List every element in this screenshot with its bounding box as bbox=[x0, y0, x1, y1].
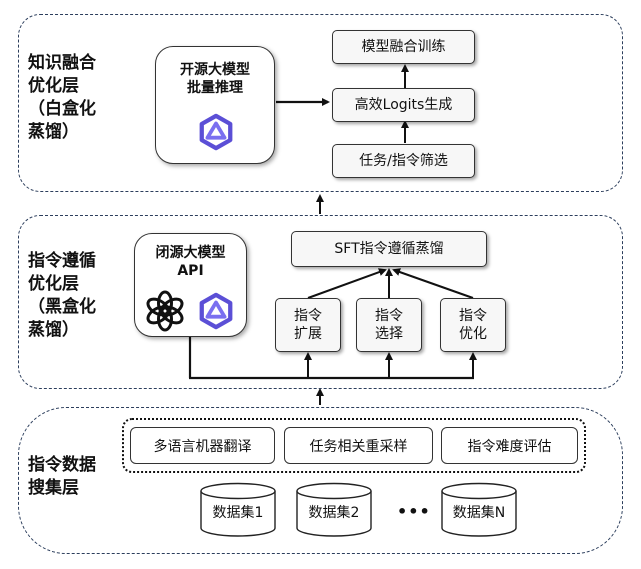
dataset-1: 数据集1 bbox=[199, 482, 277, 538]
dataset-label: 数据集2 bbox=[308, 505, 360, 521]
difficulty-box: 指令难度评估 bbox=[441, 427, 578, 464]
sft-distillation-box: SFT指令遵循蒸馏 bbox=[291, 231, 487, 267]
dataset-n: 数据集N bbox=[440, 482, 518, 538]
closed-model-label: 闭源大模型 API bbox=[155, 245, 226, 279]
data-layer bbox=[18, 407, 623, 554]
instruction-optimize-box: 指令 优化 bbox=[440, 298, 506, 352]
instruct-layer-title: 指令遵循 优化层 （黑盒化 蒸馏） bbox=[28, 251, 96, 340]
data-processing-group bbox=[122, 418, 586, 473]
database-cylinder-icon bbox=[296, 482, 372, 537]
dataset-label: 数据集N bbox=[452, 505, 506, 521]
fusion-layer-title: 知识融合 优化层 （白盒化 蒸馏） bbox=[28, 53, 96, 142]
task-filter-box: 任务/指令筛选 bbox=[332, 144, 475, 178]
openai-logo-icon bbox=[146, 290, 184, 332]
datasets-ellipsis: ••• bbox=[397, 502, 431, 521]
open-model-label: 开源大模型 批量推理 bbox=[180, 62, 250, 96]
arrow-optimize-to-sft bbox=[392, 268, 474, 299]
dataset-label: 数据集1 bbox=[212, 505, 264, 521]
database-cylinder-icon bbox=[200, 482, 276, 537]
instruct-layer bbox=[18, 215, 623, 389]
closed-model-box: 闭源大模型 API bbox=[134, 233, 247, 337]
translation-box: 多语言机器翻译 bbox=[130, 427, 275, 464]
data-layer-title: 指令数据 搜集层 bbox=[28, 455, 96, 498]
dataset-2: 数据集2 bbox=[295, 482, 373, 538]
arrow-expand-to-sft bbox=[307, 268, 387, 299]
instruction-expand-box: 指令 扩展 bbox=[275, 298, 341, 352]
resampling-box: 任务相关重采样 bbox=[284, 427, 433, 464]
qwen-logo-icon bbox=[199, 292, 233, 330]
qwen-logo-icon bbox=[199, 113, 233, 151]
fusion-layer bbox=[18, 14, 623, 192]
open-model-box: 开源大模型 批量推理 bbox=[155, 46, 275, 164]
logits-generation-box: 高效Logits生成 bbox=[332, 88, 475, 122]
instruction-select-box: 指令 选择 bbox=[356, 298, 422, 352]
model-fusion-training-box: 模型融合训练 bbox=[332, 30, 475, 64]
database-cylinder-icon bbox=[441, 482, 517, 537]
